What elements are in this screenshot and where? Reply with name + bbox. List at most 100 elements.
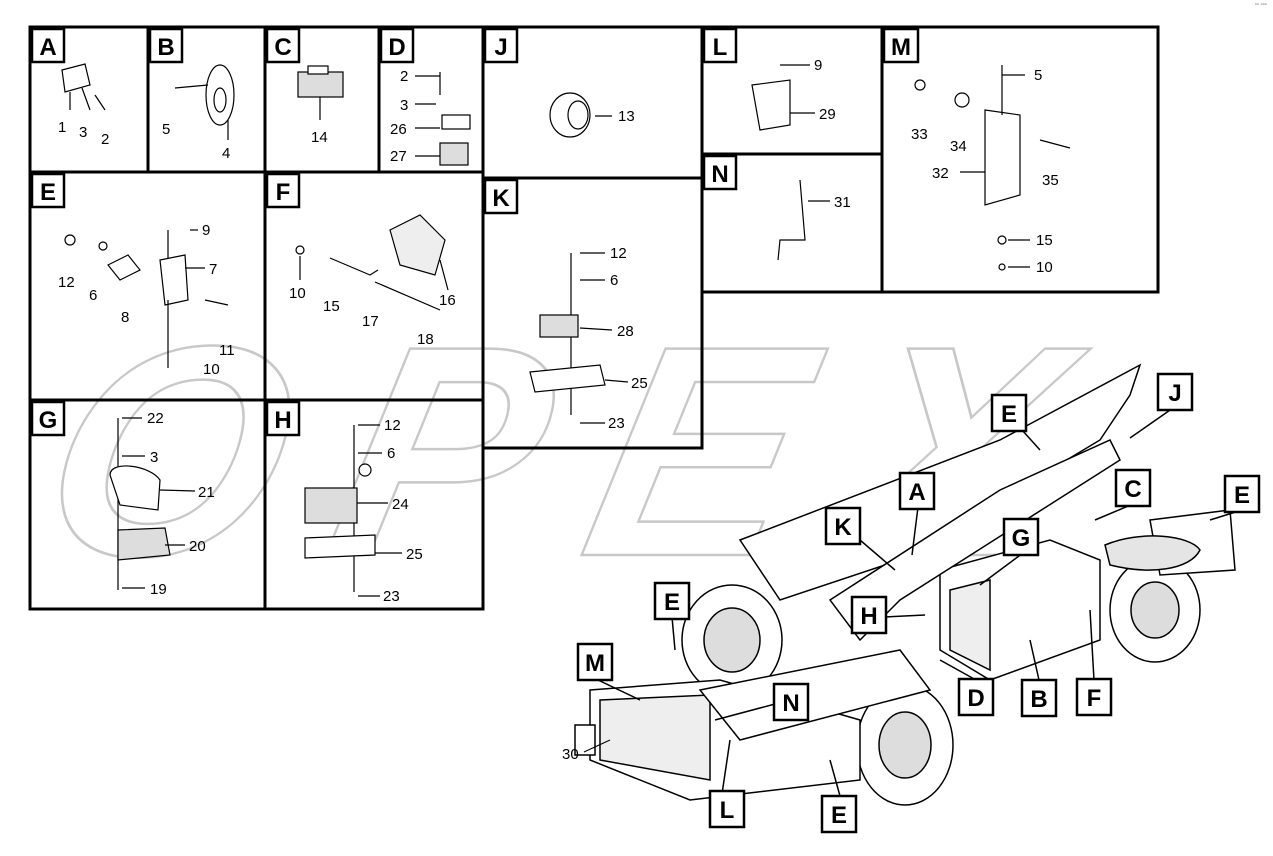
callout-e-top: E: [990, 393, 1028, 433]
svg-text:10: 10: [1036, 259, 1053, 276]
svg-text:H: H: [274, 407, 291, 434]
svg-text:32: 32: [932, 165, 949, 182]
svg-text:15: 15: [1036, 232, 1053, 249]
svg-text:B: B: [157, 34, 174, 61]
svg-text:22: 22: [147, 410, 164, 427]
svg-text:23: 23: [383, 588, 400, 605]
callout-d: D: [957, 677, 995, 717]
svg-text:K: K: [492, 185, 510, 212]
svg-text:E: E: [1234, 482, 1250, 509]
part-numbers: 1 3 2 5 4 14 2 3 26 27 13 9 29 5 33 34 3…: [58, 57, 1059, 605]
svg-text:21: 21: [198, 484, 215, 501]
svg-text:L: L: [720, 797, 735, 824]
svg-text:D: D: [967, 685, 984, 712]
svg-text:24: 24: [392, 496, 409, 513]
svg-text:E: E: [1001, 401, 1017, 428]
svg-text:6: 6: [387, 445, 395, 462]
svg-text:D: D: [388, 34, 405, 61]
svg-text:29: 29: [819, 106, 836, 123]
callout-e-rear: E: [1223, 474, 1261, 514]
callout-e-bottom: E: [820, 794, 858, 834]
panel-frames: [28, 25, 1160, 611]
callout-h: H: [850, 595, 888, 635]
panel-d-label: D: [379, 27, 415, 64]
svg-text:8: 8: [121, 309, 129, 326]
svg-text:2: 2: [400, 68, 408, 85]
corner-mark: ▫▫ ▫▫▫: [1254, 2, 1267, 8]
svg-text:L: L: [713, 34, 728, 61]
svg-text:20: 20: [189, 538, 206, 555]
svg-text:3: 3: [400, 97, 408, 114]
panel-e-label: E: [30, 172, 66, 209]
svg-text:3: 3: [150, 449, 158, 466]
svg-text:23: 23: [608, 415, 625, 432]
svg-text:26: 26: [390, 121, 407, 138]
svg-text:N: N: [782, 690, 799, 717]
svg-text:H: H: [860, 603, 877, 630]
svg-text:10: 10: [203, 361, 220, 378]
svg-text:28: 28: [617, 323, 634, 340]
svg-text:A: A: [908, 479, 925, 506]
callout-m: M: [576, 642, 614, 682]
svg-text:12: 12: [610, 245, 627, 262]
machine-callouts: E J A C E K G E H M D B F N L E: [576, 372, 1261, 834]
svg-text:10: 10: [289, 285, 306, 302]
svg-text:4: 4: [222, 145, 230, 162]
svg-text:N: N: [711, 161, 728, 188]
svg-text:F: F: [276, 179, 291, 206]
svg-text:6: 6: [89, 287, 97, 304]
svg-text:35: 35: [1042, 172, 1059, 189]
panel-letters: A B C D J L M N E F K G H: [30, 27, 920, 437]
svg-text:31: 31: [834, 194, 851, 211]
svg-text:18: 18: [417, 331, 434, 348]
callout-g: G: [1002, 517, 1040, 557]
svg-text:7: 7: [209, 261, 217, 278]
svg-text:16: 16: [439, 292, 456, 309]
svg-text:G: G: [39, 407, 58, 434]
svg-text:25: 25: [631, 375, 648, 392]
panel-n-label: N: [702, 154, 738, 191]
svg-text:J: J: [1168, 380, 1181, 407]
svg-text:E: E: [40, 179, 56, 206]
svg-text:9: 9: [202, 222, 210, 239]
svg-text:K: K: [834, 514, 852, 541]
svg-text:1: 1: [58, 119, 66, 136]
svg-text:12: 12: [384, 417, 401, 434]
svg-text:M: M: [891, 34, 911, 61]
svg-text:5: 5: [1034, 67, 1042, 84]
svg-text:12: 12: [58, 274, 75, 291]
panel-c-label: C: [265, 27, 301, 64]
svg-text:15: 15: [323, 298, 340, 315]
svg-text:J: J: [494, 34, 507, 61]
svg-text:33: 33: [911, 126, 928, 143]
svg-text:M: M: [585, 650, 605, 677]
svg-text:C: C: [1124, 476, 1141, 503]
svg-text:14: 14: [311, 129, 328, 146]
svg-text:C: C: [274, 34, 291, 61]
callout-c: C: [1114, 468, 1152, 508]
callout-n: N: [772, 682, 810, 722]
part-sketches: [61, 63, 1071, 597]
callout-b: B: [1020, 678, 1058, 718]
panel-l-label: L: [702, 27, 738, 64]
svg-text:E: E: [831, 802, 847, 829]
svg-text:34: 34: [950, 138, 967, 155]
svg-text:3: 3: [79, 124, 87, 141]
svg-text:6: 6: [610, 272, 618, 289]
callout-j: J: [1156, 372, 1194, 412]
svg-text:G: G: [1012, 525, 1031, 552]
svg-text:13: 13: [618, 108, 635, 125]
svg-text:E: E: [664, 589, 680, 616]
svg-text:A: A: [39, 34, 56, 61]
svg-text:17: 17: [362, 313, 379, 330]
svg-text:19: 19: [150, 581, 167, 598]
svg-text:9: 9: [814, 57, 822, 74]
panel-g-label: G: [30, 400, 66, 437]
callout-e-front: E: [653, 581, 691, 621]
svg-text:27: 27: [390, 148, 407, 165]
callout-k: K: [824, 506, 862, 546]
callout-l: L: [708, 789, 746, 829]
svg-text:5: 5: [162, 121, 170, 138]
svg-text:11: 11: [219, 342, 235, 359]
